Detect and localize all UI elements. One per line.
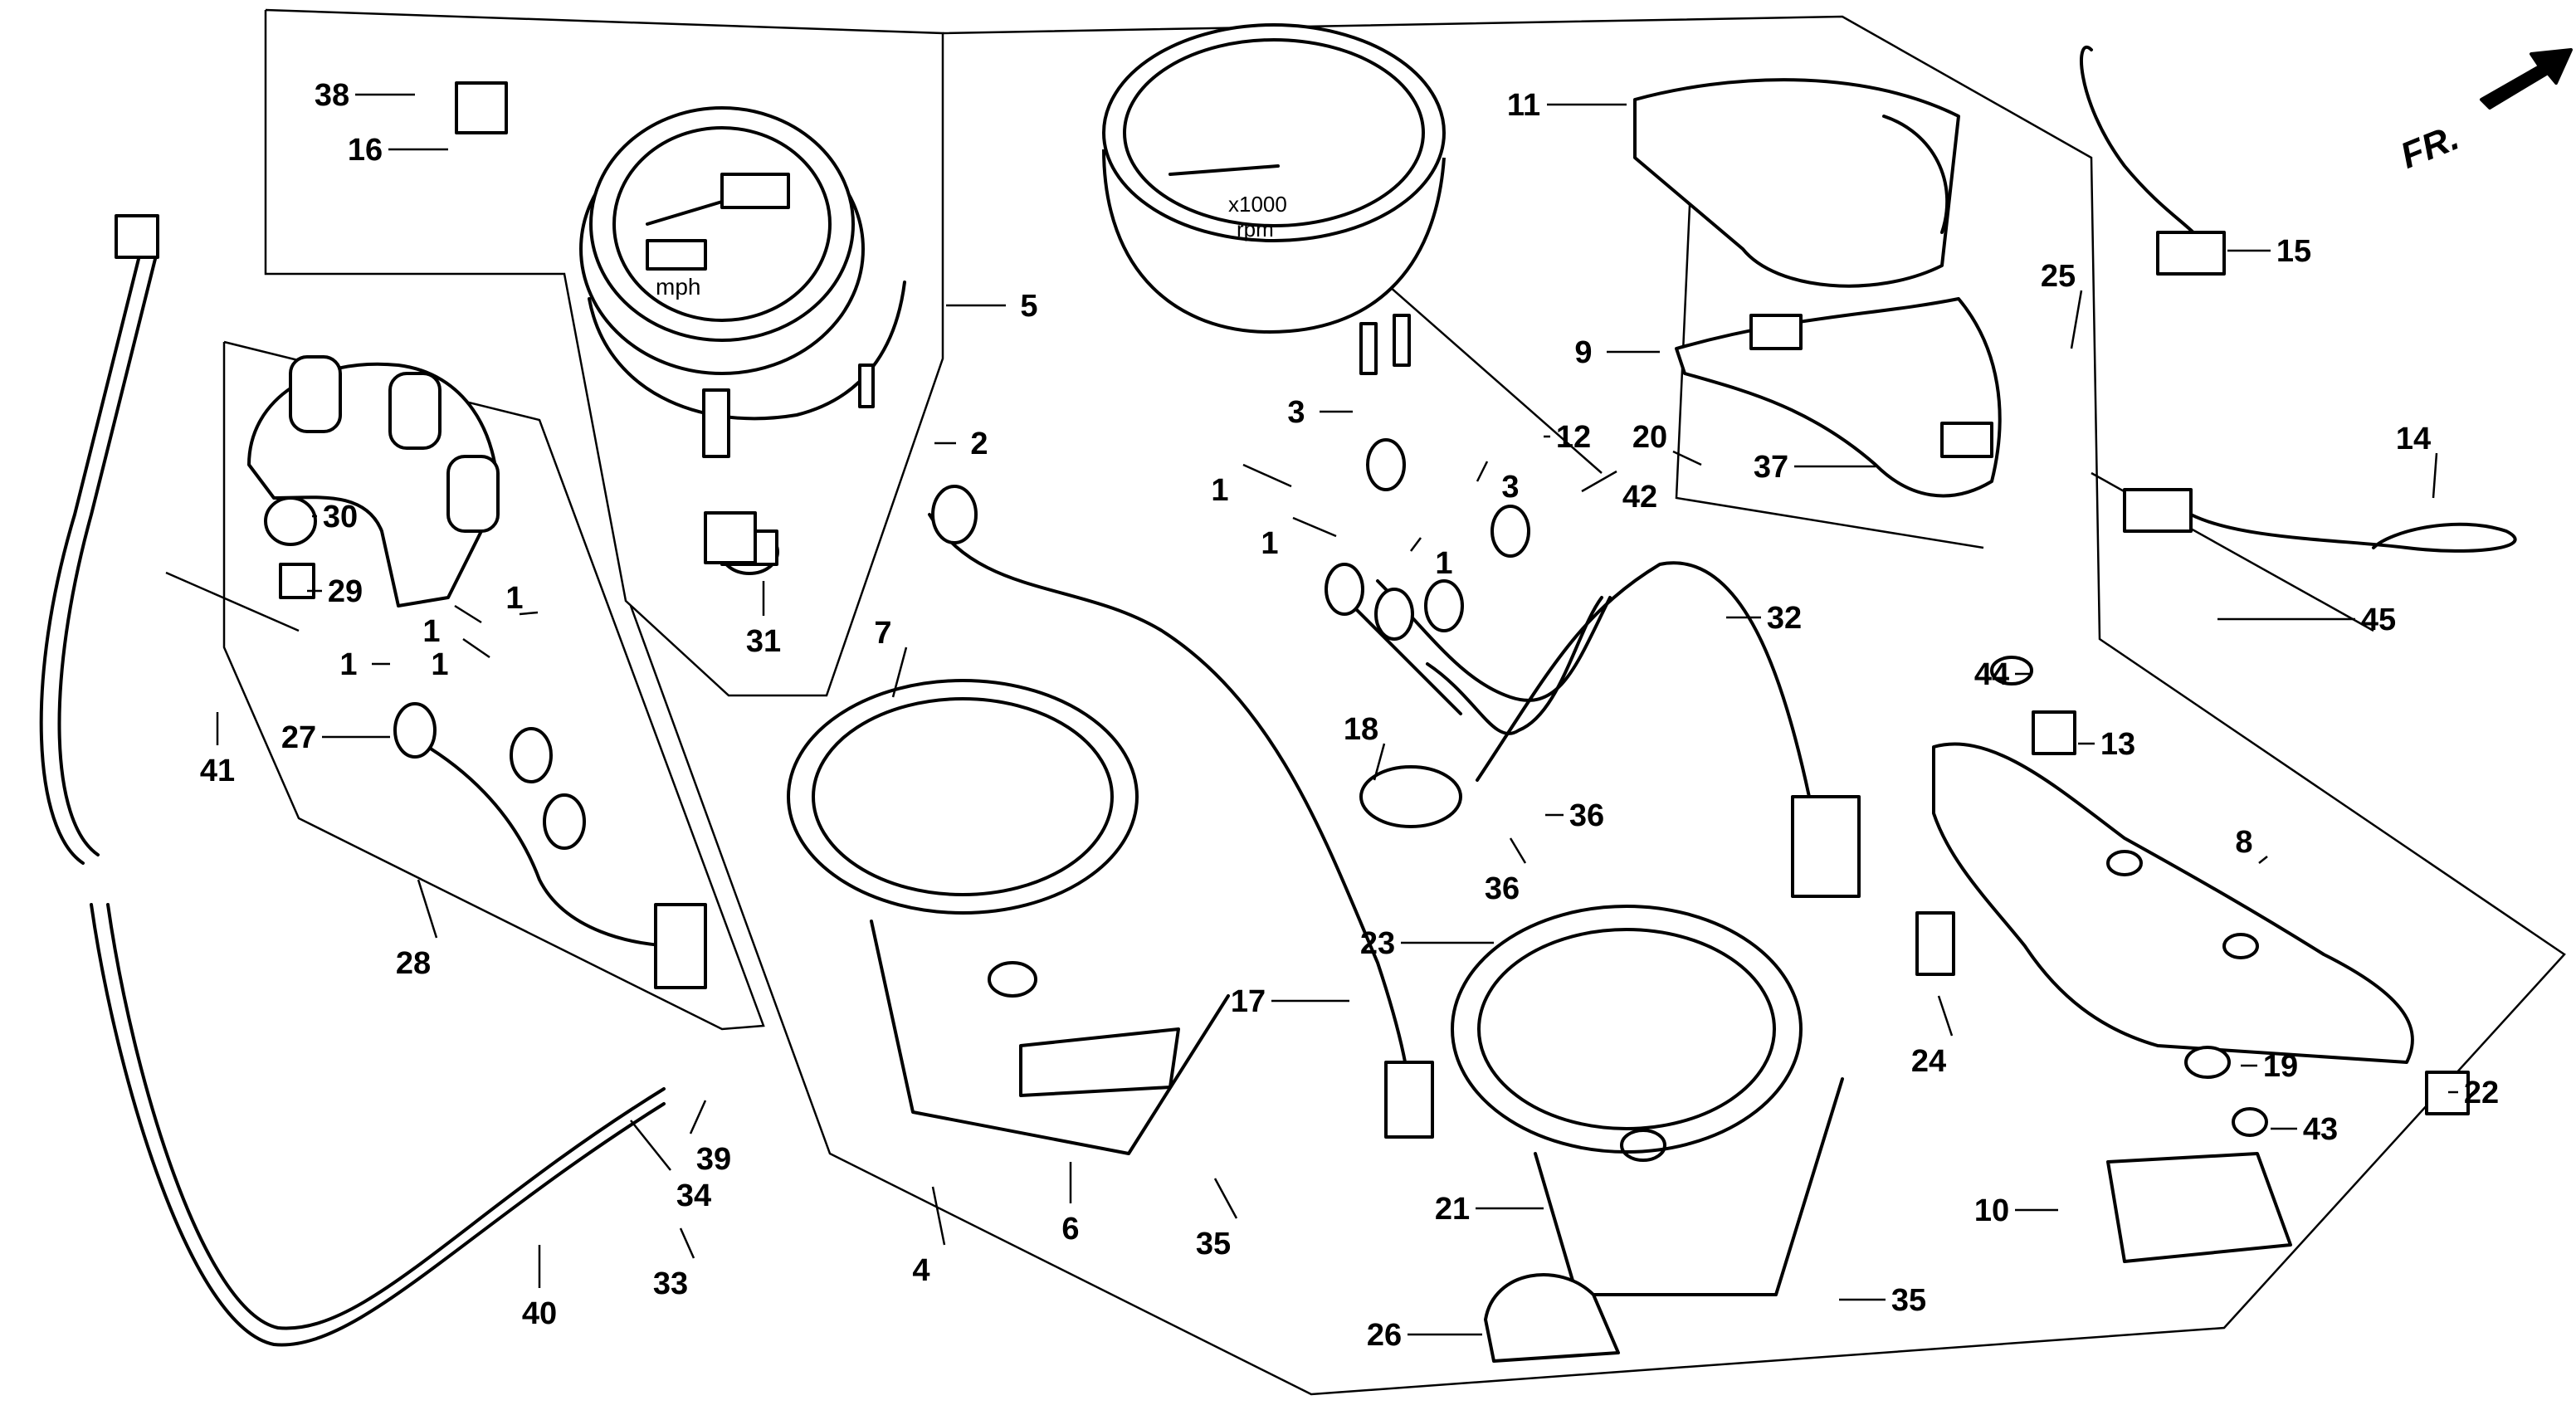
callout-c43: 43	[2303, 1112, 2338, 1147]
callout-c24: 24	[1911, 1044, 1946, 1079]
callout-c33: 33	[653, 1266, 688, 1301]
callout-c36b: 36	[1485, 871, 1520, 906]
speedometer-unit-text: mph	[656, 274, 700, 300]
front-direction-label: FR.	[2395, 117, 2465, 177]
tachometer-scale-text: x1000	[1228, 192, 1287, 217]
leader-line-c34	[630, 1120, 671, 1171]
callout-c3b: 3	[1501, 470, 1519, 505]
callout-c1e: 1	[431, 647, 448, 682]
callout-c1d: 1	[422, 614, 440, 649]
callout-c10: 10	[1974, 1193, 2009, 1228]
callout-c19: 19	[2263, 1049, 2298, 1084]
callout-c15: 15	[2276, 234, 2311, 269]
callout-c29: 29	[328, 574, 363, 609]
callout-c4: 4	[912, 1253, 929, 1288]
callout-c5: 5	[1020, 289, 1037, 324]
wire-stays	[2080, 46, 2517, 553]
leader-line-c28	[417, 879, 438, 939]
callout-c34: 34	[676, 1178, 711, 1213]
tachometer: x1000 rpm	[1102, 23, 1446, 375]
callout-c12: 12	[1556, 420, 1591, 455]
callout-c13: 13	[2100, 727, 2135, 762]
meter-case-left	[787, 679, 1230, 1155]
callout-c2: 2	[970, 427, 988, 461]
callout-c20: 20	[1632, 420, 1667, 455]
callout-c42: 42	[1622, 480, 1657, 515]
callout-c27: 27	[281, 720, 316, 755]
tachometer-unit-text: rpm	[1237, 217, 1274, 242]
leader-line-c1e	[462, 637, 490, 659]
callout-c1f: 1	[505, 581, 523, 616]
meter-cover	[1633, 78, 1960, 288]
callout-c7: 7	[874, 616, 891, 651]
leader-line-c1f	[519, 611, 539, 616]
leader-line-c1c	[1410, 537, 1422, 552]
callout-c6: 6	[1061, 1212, 1079, 1247]
leader-line-c42	[1581, 470, 1617, 493]
leader-line-c1a	[1242, 463, 1292, 488]
callout-c31: 31	[746, 624, 781, 659]
callout-c35a: 35	[1196, 1227, 1231, 1261]
callout-c23: 23	[1360, 926, 1395, 961]
leader-line-c1d	[454, 604, 482, 624]
speedometer: mph	[579, 106, 906, 458]
leader-lines	[216, 93, 2458, 1336]
callout-c8: 8	[2235, 825, 2252, 860]
callout-c22: 22	[2464, 1076, 2499, 1110]
callout-c36a: 36	[1569, 798, 1604, 833]
callout-c38: 38	[315, 78, 349, 113]
callout-c1a: 1	[1211, 473, 1228, 508]
wire-harness	[928, 438, 1861, 1139]
leader-line-c36b	[1509, 837, 1527, 864]
socket-plate-assembly	[247, 355, 707, 989]
callout-c45: 45	[2361, 603, 2396, 637]
leader-line-c25	[2070, 290, 2083, 349]
callout-c21: 21	[1435, 1192, 1470, 1227]
meter-bracket-lower	[1932, 742, 2414, 1064]
speedometer-cable	[39, 214, 666, 1347]
meter-case-right	[1451, 905, 1844, 1296]
callout-c39: 39	[696, 1142, 731, 1177]
callout-c9: 9	[1574, 335, 1592, 370]
small-parts	[264, 81, 2470, 1363]
leader-line-c39	[689, 1100, 707, 1134]
callout-c30: 30	[323, 500, 358, 534]
leader-line-c33	[679, 1227, 695, 1259]
callout-c11: 11	[1507, 88, 1540, 123]
leader-line-c18	[1373, 743, 1386, 781]
callout-c32: 32	[1767, 601, 1802, 636]
leader-line-c7	[891, 647, 908, 698]
callout-c40: 40	[522, 1296, 557, 1331]
front-direction-indicator: FR.	[2395, 48, 2573, 177]
leader-line-c35a	[1213, 1178, 1238, 1219]
callout-c35b: 35	[1891, 1283, 1926, 1318]
callout-c16: 16	[348, 133, 383, 168]
callout-c14: 14	[2396, 422, 2431, 456]
leader-line-c14	[2432, 452, 2438, 499]
callout-c18: 18	[1344, 712, 1378, 747]
callout-c1g: 1	[339, 647, 357, 682]
callout-c28: 28	[396, 946, 431, 981]
callout-c17: 17	[1231, 984, 1266, 1019]
leader-line-c24	[1937, 995, 1954, 1037]
meter-bracket-upper	[1675, 297, 2002, 498]
leader-line-c3b	[1476, 461, 1489, 482]
callout-c37: 37	[1754, 450, 1788, 485]
callout-c3a: 3	[1287, 395, 1305, 430]
leader-line-c20	[1672, 450, 1702, 466]
leader-line-c1b	[1292, 516, 1337, 538]
callout-c1c: 1	[1435, 546, 1452, 581]
leader-line-c8	[2258, 856, 2268, 864]
callout-c26: 26	[1367, 1318, 1402, 1353]
callout-labels: 1111111233456789101112131415161718192021…	[200, 78, 2499, 1353]
callout-c44: 44	[1974, 657, 2009, 692]
callout-c41: 41	[200, 754, 235, 788]
callout-c1b: 1	[1261, 526, 1278, 561]
callout-c25: 25	[2041, 259, 2076, 294]
leader-line-c4	[931, 1186, 946, 1246]
